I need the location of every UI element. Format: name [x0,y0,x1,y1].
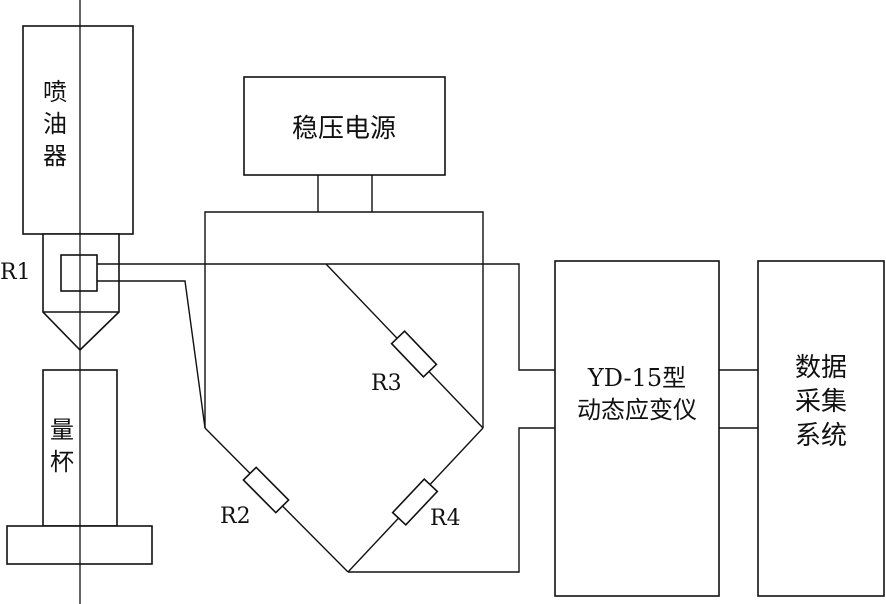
daq-label-line-3: 系统 [795,421,847,451]
r2-resistor [242,466,290,514]
strain-amplifier-label-line-2: 动态应变仪 [577,396,697,424]
power-supply-label: 稳压电源 [292,114,396,144]
bridge-output-lead [348,427,555,573]
daq-label-line-1: 数据 [795,353,847,383]
r3-resistor [390,330,438,378]
strain-amplifier-box [554,260,720,597]
cup-label-line-2: 杯 [50,448,74,476]
r4-label: R4 [430,506,461,531]
injector-label-line-3: 器 [43,142,67,170]
injector-label-line-1: 喷 [43,78,67,106]
strain-amplifier-label-line-1: YD-15型 [587,364,686,392]
power-supply-box [243,76,446,176]
injector-body [22,25,134,235]
r1-lead-top [97,263,555,371]
r2-label: R2 [220,504,251,529]
r1-lead-bottom [97,280,206,429]
r1-label: R1 [0,260,31,285]
r3-label: R3 [371,371,402,396]
injector-label-line-2: 油 [43,110,67,138]
cup-label-line-1: 量 [50,416,74,444]
injector-nozzle [42,233,120,352]
bridge-supply-rail [204,211,484,428]
r1-strain-gauge [60,254,98,292]
r4-resistor [391,477,439,527]
daq-system-box [757,260,885,597]
daq-label-line-2: 采集 [795,387,847,417]
